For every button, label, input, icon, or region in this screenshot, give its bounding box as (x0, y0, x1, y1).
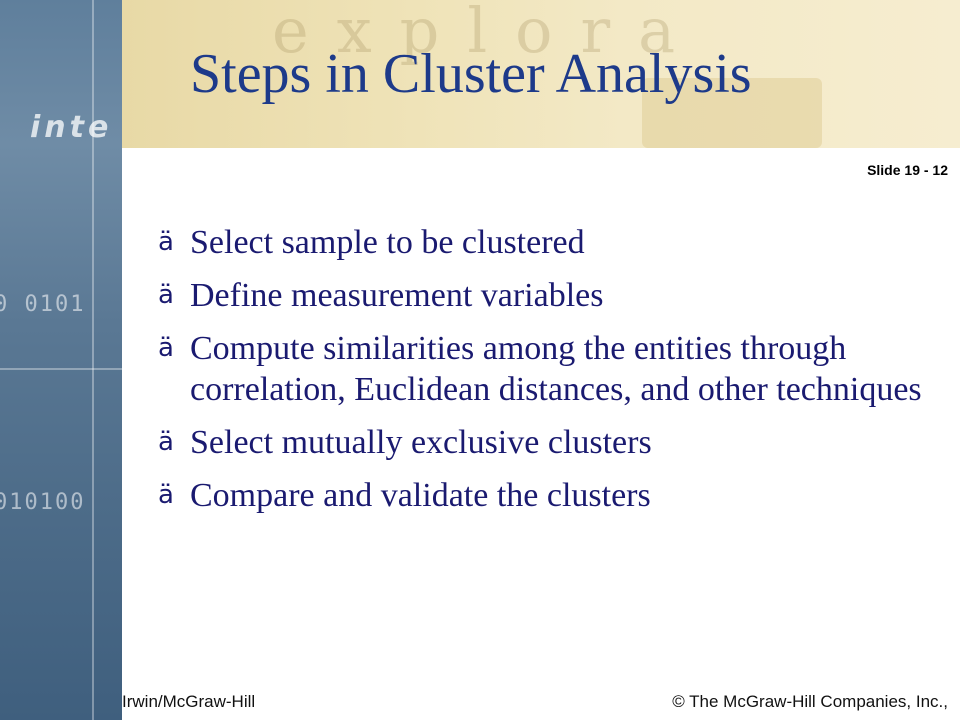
light-streak (0, 368, 122, 370)
bullet-text: Select sample to be clustered (190, 224, 585, 261)
footer-publisher: Irwin/McGraw-Hill (122, 692, 256, 711)
bullet-marker-icon: ä (158, 227, 174, 257)
bullet-marker-icon: ä (158, 480, 174, 510)
bullet-item: ä Compute similarities among the entities… (158, 328, 928, 410)
title-banner: explora (122, 0, 960, 148)
bullet-marker-icon: ä (158, 427, 174, 457)
bullet-item: ä Compare and validate the clusters (158, 475, 928, 516)
banner-tab-shape (642, 78, 822, 148)
binary-text-2: 010100 (0, 490, 86, 515)
bullet-item: ä Select sample to be clustered (158, 222, 928, 263)
bullet-text: Select mutually exclusive clusters (190, 424, 652, 461)
bullet-item: ä Define measurement variables (158, 275, 928, 316)
bullet-item: ä Select mutually exclusive clusters (158, 422, 928, 463)
bullet-text: Compare and validate the clusters (190, 477, 651, 514)
bullet-marker-icon: ä (158, 333, 174, 363)
panel-watermark-word: inte (30, 110, 113, 145)
left-decorative-panel: inte 0 0101 010100 (0, 0, 122, 720)
banner-watermark-word: explora (272, 0, 704, 67)
footer-copyright: © The McGraw-Hill Companies, Inc., (672, 692, 948, 711)
slide-number: Slide 19 - 12 (867, 162, 948, 178)
bullet-text: Compute similarities among the entities … (190, 330, 922, 408)
binary-text-1: 0 0101 (0, 292, 86, 317)
slide-title: Steps in Cluster Analysis (190, 43, 752, 105)
light-streak (92, 0, 94, 720)
bullet-text: Define measurement variables (190, 277, 604, 314)
bullet-marker-icon: ä (158, 280, 174, 310)
